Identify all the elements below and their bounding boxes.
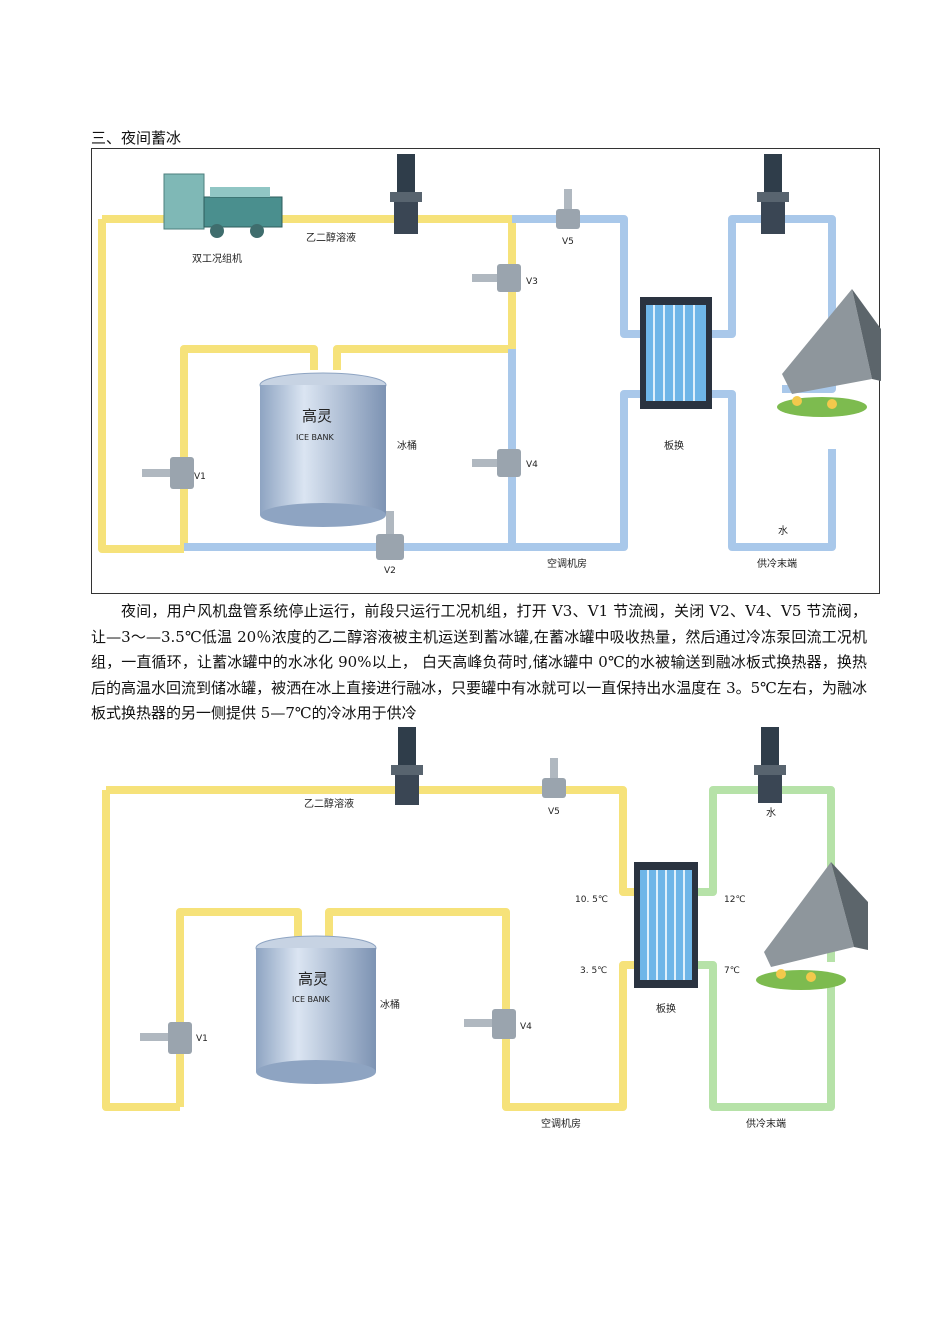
hx-label: 板换 bbox=[664, 439, 684, 452]
water-pump bbox=[754, 727, 786, 803]
glycol-pump bbox=[391, 727, 423, 805]
tank-brand: ICE BANK bbox=[292, 995, 330, 1004]
tank-label: 冰桶 bbox=[380, 998, 400, 1011]
cooling-terminal-label: 供冷末端 bbox=[746, 1117, 786, 1130]
hx-label: 板换 bbox=[656, 1002, 676, 1015]
svg-text:V4: V4 bbox=[520, 1022, 532, 1032]
glycol-label: 乙二醇溶液 bbox=[304, 797, 354, 810]
svg-text:V4: V4 bbox=[526, 460, 538, 470]
temp-out-hot: 12℃ bbox=[724, 895, 746, 905]
cooling-terminal-label: 供冷末端 bbox=[757, 557, 797, 570]
glycol-pump bbox=[390, 154, 422, 234]
glycol-label: 乙二醇溶液 bbox=[306, 231, 356, 244]
valve-v2[interactable]: V2 bbox=[376, 511, 404, 576]
svg-text:V5: V5 bbox=[562, 237, 574, 247]
valve-v5[interactable]: V5 bbox=[556, 189, 580, 247]
valve-v4[interactable]: V4 bbox=[464, 1009, 532, 1039]
tank-label: 冰桶 bbox=[397, 439, 417, 452]
machine-room-label: 空调机房 bbox=[541, 1117, 581, 1130]
water-label: 水 bbox=[766, 807, 776, 819]
chiller-label: 双工况组机 bbox=[192, 252, 242, 265]
svg-text:V2: V2 bbox=[384, 566, 396, 576]
glycol-loop bbox=[102, 786, 636, 1111]
svg-text:V1: V1 bbox=[196, 1034, 208, 1044]
valve-v4[interactable]: V4 bbox=[472, 449, 538, 477]
ice-tank: 高灵 ICE BANK bbox=[259, 372, 387, 527]
tank-logo: 高灵 bbox=[302, 407, 332, 425]
water-pump bbox=[757, 154, 789, 234]
machine-room-label: 空调机房 bbox=[547, 557, 587, 570]
water-label: 水 bbox=[778, 525, 788, 537]
temp-in-hot: 10. 5℃ bbox=[575, 895, 608, 905]
svg-text:V1: V1 bbox=[194, 472, 206, 482]
chiller-unit: 双工况组机 bbox=[163, 173, 283, 265]
section-heading: 三、夜间蓄冰 bbox=[91, 129, 182, 147]
cold-water-loop bbox=[696, 786, 835, 1111]
valve-v3[interactable]: V3 bbox=[472, 264, 538, 292]
ice-tank: 高灵 ICE BANK bbox=[255, 935, 377, 1084]
tank-brand: ICE BANK bbox=[296, 433, 334, 442]
building-image bbox=[756, 862, 868, 990]
building-image bbox=[777, 289, 881, 417]
svg-text:V5: V5 bbox=[548, 807, 560, 817]
valve-v1[interactable]: V1 bbox=[140, 1022, 208, 1054]
temp-out-cold: 7℃ bbox=[724, 966, 740, 976]
temp-in-cold: 3. 5℃ bbox=[580, 966, 607, 976]
plate-heat-exchanger: 板换 bbox=[634, 862, 698, 1015]
daytime-ice-melt-diagram: 乙二醇溶液 水 V5 V4 V1 高灵 ICE BANK 冰桶 板换 10. 5… bbox=[96, 722, 868, 1134]
valve-v5[interactable]: V5 bbox=[542, 758, 566, 817]
svg-text:V3: V3 bbox=[526, 277, 538, 287]
plate-heat-exchanger: 板换 bbox=[640, 297, 712, 452]
valve-v1[interactable]: V1 bbox=[142, 457, 206, 489]
description-paragraph: 夜间，用户风机盘管系统停止运行，前段只运行工况机组，打开 V3、V1 节流阀，关… bbox=[91, 602, 867, 723]
tank-logo: 高灵 bbox=[298, 970, 328, 988]
night-ice-storage-diagram: 双工况组机 乙二醇溶液 V5 V3 V4 V1 V2 bbox=[91, 148, 881, 594]
